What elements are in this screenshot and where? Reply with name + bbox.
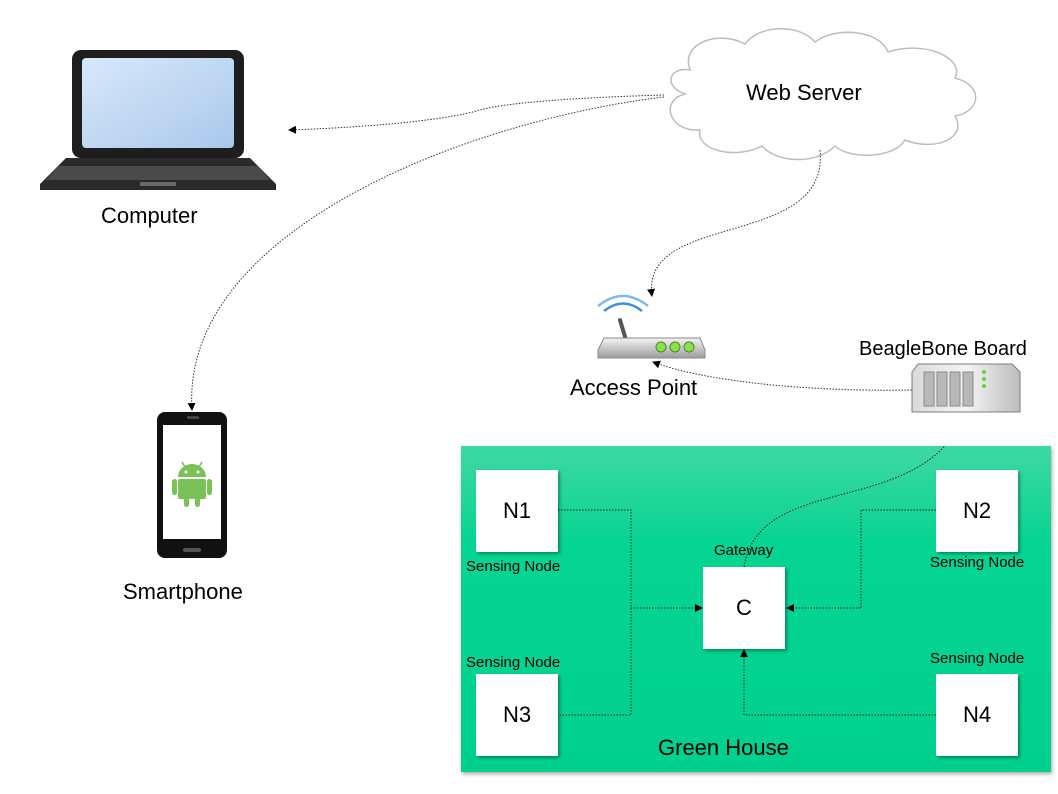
link-server-to-computer bbox=[288, 94, 665, 134]
cloud-icon bbox=[669, 28, 977, 161]
n1-caption: Sensing Node bbox=[466, 558, 561, 575]
n2-caption: Sensing Node bbox=[930, 554, 1025, 571]
gateway-node-c: C bbox=[703, 567, 785, 649]
sensing-node-n3: N3 bbox=[476, 674, 558, 756]
link-server-to-smartphone bbox=[187, 96, 665, 411]
android-phone-icon bbox=[157, 412, 227, 558]
greenhouse-region: N1 N2 N3 N4 C Sensing Node Sensing Node … bbox=[461, 446, 1051, 772]
n4-caption: Sensing Node bbox=[930, 650, 1025, 667]
server-icon bbox=[911, 363, 1021, 413]
web-server-label: Web Server bbox=[746, 80, 862, 105]
link-server-to-access-point bbox=[647, 149, 821, 297]
laptop-icon bbox=[40, 50, 276, 190]
link-beaglebone-to-access-point bbox=[652, 360, 913, 391]
beaglebone-label: BeagleBone Board bbox=[859, 338, 1027, 360]
smartphone-label: Smartphone bbox=[123, 579, 243, 604]
router-icon bbox=[597, 294, 706, 359]
sensing-node-n1: N1 bbox=[476, 470, 558, 552]
computer-label: Computer bbox=[101, 203, 198, 228]
greenhouse-label: Green House bbox=[658, 735, 789, 760]
greenhouse-links bbox=[558, 446, 946, 716]
gateway-caption: Gateway bbox=[714, 542, 774, 559]
sensing-node-n2: N2 bbox=[936, 470, 1018, 552]
sensing-node-n4: N4 bbox=[936, 674, 1018, 756]
access-point-label: Access Point bbox=[570, 375, 698, 400]
n3-caption: Sensing Node bbox=[466, 654, 561, 671]
